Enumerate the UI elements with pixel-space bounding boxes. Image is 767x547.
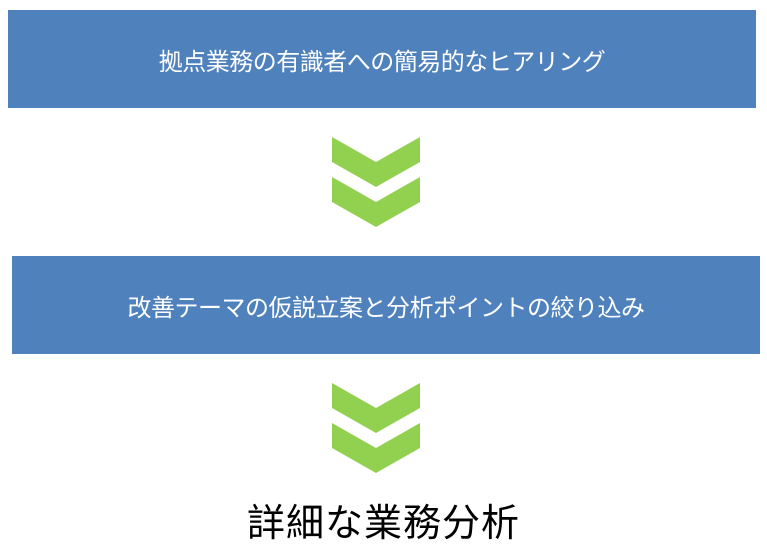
step-label: 拠点業務の有識者への簡易的なヒアリング xyxy=(158,47,606,76)
double-chevron-down-icon xyxy=(332,137,420,227)
double-chevron-down-icon xyxy=(332,383,420,473)
step-box-hypothesis: 改善テーマの仮説立案と分析ポイントの絞り込み xyxy=(12,256,760,354)
step-box-hearing: 拠点業務の有識者への簡易的なヒアリング xyxy=(8,10,756,108)
step-label: 改善テーマの仮説立案と分析ポイントの絞り込み xyxy=(127,293,646,322)
result-label: 詳細な業務分析 xyxy=(246,501,520,545)
